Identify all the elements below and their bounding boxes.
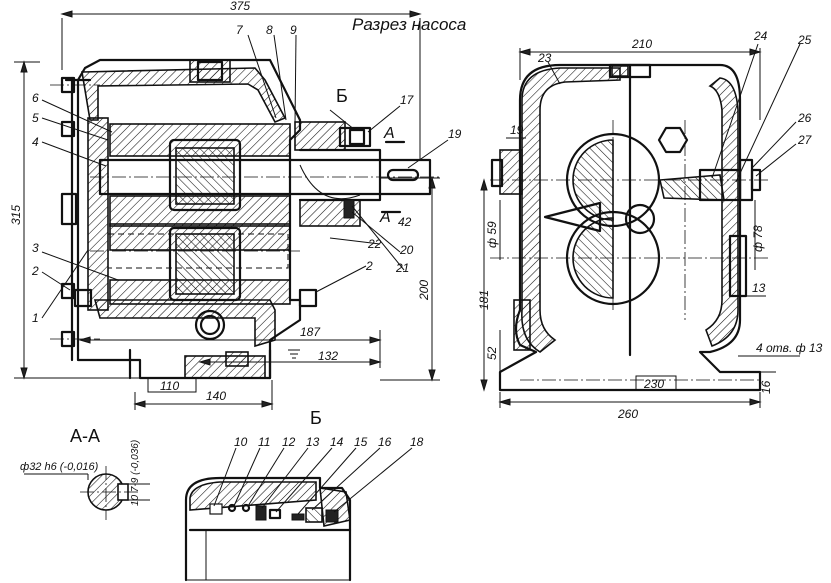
side-section-view: 210 230 [477,37,823,421]
part-16: 16 [378,435,392,449]
part-19: 19 [448,127,462,141]
part-5: 5 [32,111,39,125]
section-b-mark: Б [336,86,348,106]
section-a-mark-top: А [383,125,395,142]
part-17: 17 [400,93,415,107]
part-2-right: 2 [365,259,373,273]
part-25: 25 [797,33,812,47]
dim-187: 187 [300,325,321,339]
part-14: 14 [330,435,344,449]
part-8: 8 [266,23,273,37]
part-22: 22 [367,237,382,251]
dim-210: 210 [631,37,652,51]
dim-230: 230 [643,377,664,391]
part-18: 18 [410,435,424,449]
shaft-diameter-note: ф32 h6 (-0,016) [20,461,99,473]
detail-part-labels: 10 11 12 13 14 15 16 18 [234,435,424,449]
dim-59: ф 59 [485,221,499,248]
dim-132: 132 [318,349,338,363]
part-12: 12 [282,435,296,449]
part-24: 24 [753,29,768,43]
dim-260: 260 [617,407,638,421]
part-11: 11 [258,435,270,449]
holes-note: 4 отв. ф 13 [756,341,823,355]
part-10: 10 [234,435,248,449]
dim-140: 140 [206,389,226,403]
dim-42: 42 [398,215,412,229]
part-leaders-left [41,34,449,319]
part-6: 6 [32,91,39,105]
section-a-mark-bottom: А [379,209,391,226]
part-20: 20 [399,243,414,257]
part-4: 4 [32,135,39,149]
part-27: 27 [797,133,813,147]
dim-16: 16 [759,380,773,394]
dim-52: 52 [485,346,499,360]
part-13: 13 [306,435,320,449]
part-7: 7 [236,23,244,37]
section-aa-title: А-А [70,426,100,446]
key-dim-note: 10 7-9 (-0,036) [130,440,141,506]
side-part-labels: 23 24 25 26 27 [537,29,813,147]
part-26: 26 [797,111,812,125]
part-1: 1 [32,311,39,325]
part-21: 21 [395,261,409,275]
dim-19: 19 [510,123,524,137]
part-labels: 7 8 9 6 5 4 3 2 1 17 19 22 20 21 2 [31,23,462,325]
dim-78: ф 78 [751,225,765,252]
dim-375: 375 [230,0,250,13]
part-3: 3 [32,241,39,255]
drawing-title: Разрез насоса [352,15,466,34]
part-9: 9 [290,23,297,37]
part-2: 2 [31,264,39,278]
dim-200: 200 [417,280,431,301]
part-23: 23 [537,51,552,65]
dim-13: 13 [752,281,766,295]
part-15: 15 [354,435,368,449]
main-section-view: 375 315 200 [9,0,449,410]
dim-315: 315 [9,205,23,225]
section-aa-view: А-А ф32 h6 (-0,016) 10 7-9 (-0,036) [20,426,150,520]
detail-b-title: Б [310,408,322,428]
detail-b-view: Б [184,408,413,582]
dim-110: 110 [160,379,179,393]
